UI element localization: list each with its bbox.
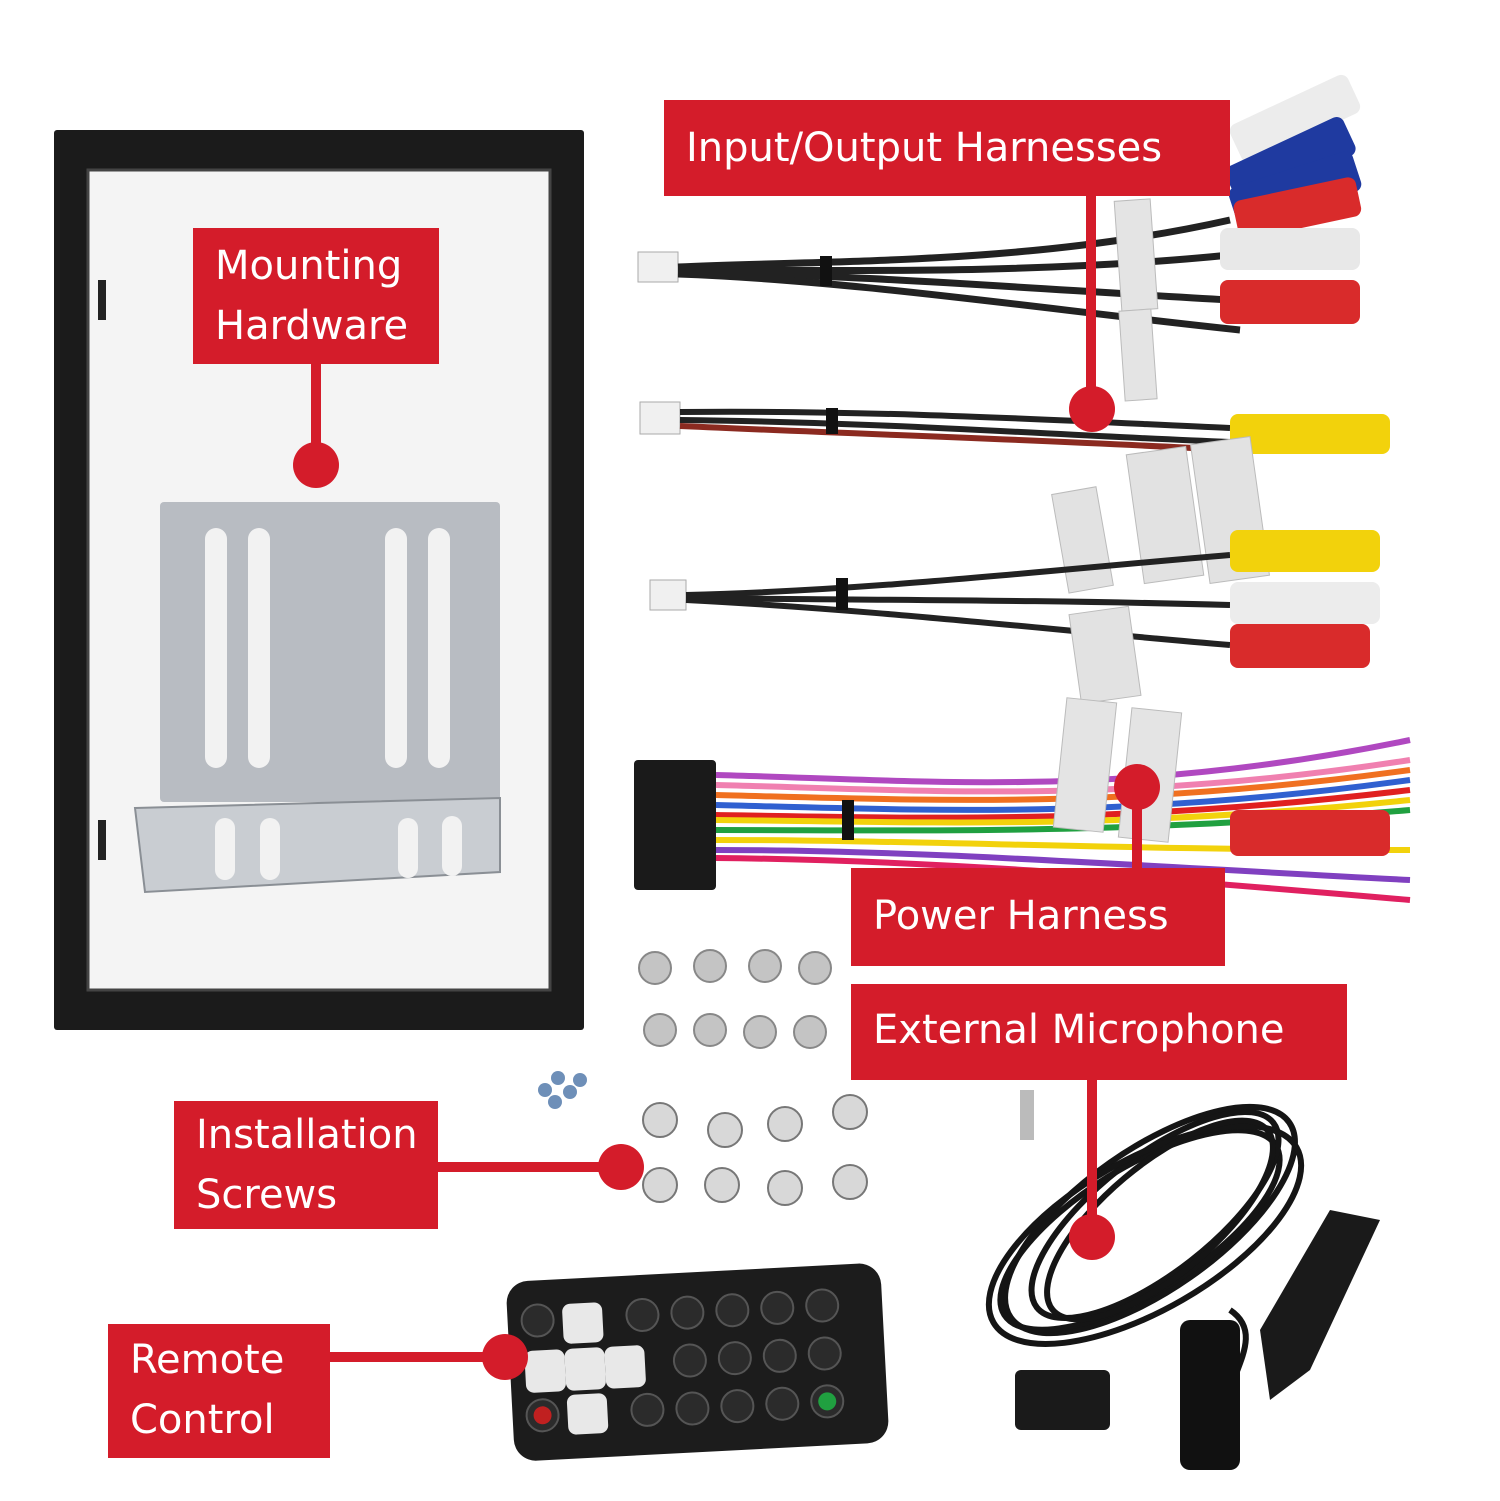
callout-microphone-text: External Microphone [873,1007,1285,1053]
callout-input-output-text: Input/Output Harnesses [686,125,1163,171]
callout-remote-control: Remote Control [108,1324,330,1458]
callout-external-microphone: External Microphone [851,984,1347,1080]
callout-power-harness: Power Harness [851,868,1225,966]
callout-mounting-line [311,364,321,450]
installation-screws [538,949,868,1206]
external-microphone [985,1090,1380,1470]
callout-mounting-dot [293,442,339,488]
callout-input-output-line [1086,196,1096,396]
callout-remote-line1: Remote [130,1337,285,1383]
callout-power-line [1132,806,1142,868]
callout-screws-line [438,1162,608,1172]
callout-microphone-dot [1069,1214,1115,1260]
callout-mounting-line1: Mounting [215,243,403,289]
remote-control [506,1263,889,1461]
callout-microphone-line [1087,1080,1097,1216]
callout-screws-dot [598,1144,644,1190]
mounting-cage [133,502,501,894]
callout-remote-line [330,1352,490,1362]
callout-power-dot [1114,764,1160,810]
callout-screws-line1: Installation [196,1112,418,1158]
callout-installation-screws: Installation Screws [174,1101,438,1229]
callout-screws-line2: Screws [196,1172,338,1218]
callout-power-text: Power Harness [873,893,1169,939]
callout-remote-dot [482,1334,528,1380]
callout-mounting-hardware: Mounting Hardware [193,228,439,364]
callout-input-output-harnesses: Input/Output Harnesses [664,100,1230,196]
rca-harness-audio [637,74,1362,402]
callout-remote-line2: Control [130,1397,275,1443]
power-harness [634,697,1411,903]
callout-mounting-line2: Hardware [215,303,409,349]
rca-harness-av [649,530,1380,705]
callout-input-output-dot [1069,386,1115,432]
